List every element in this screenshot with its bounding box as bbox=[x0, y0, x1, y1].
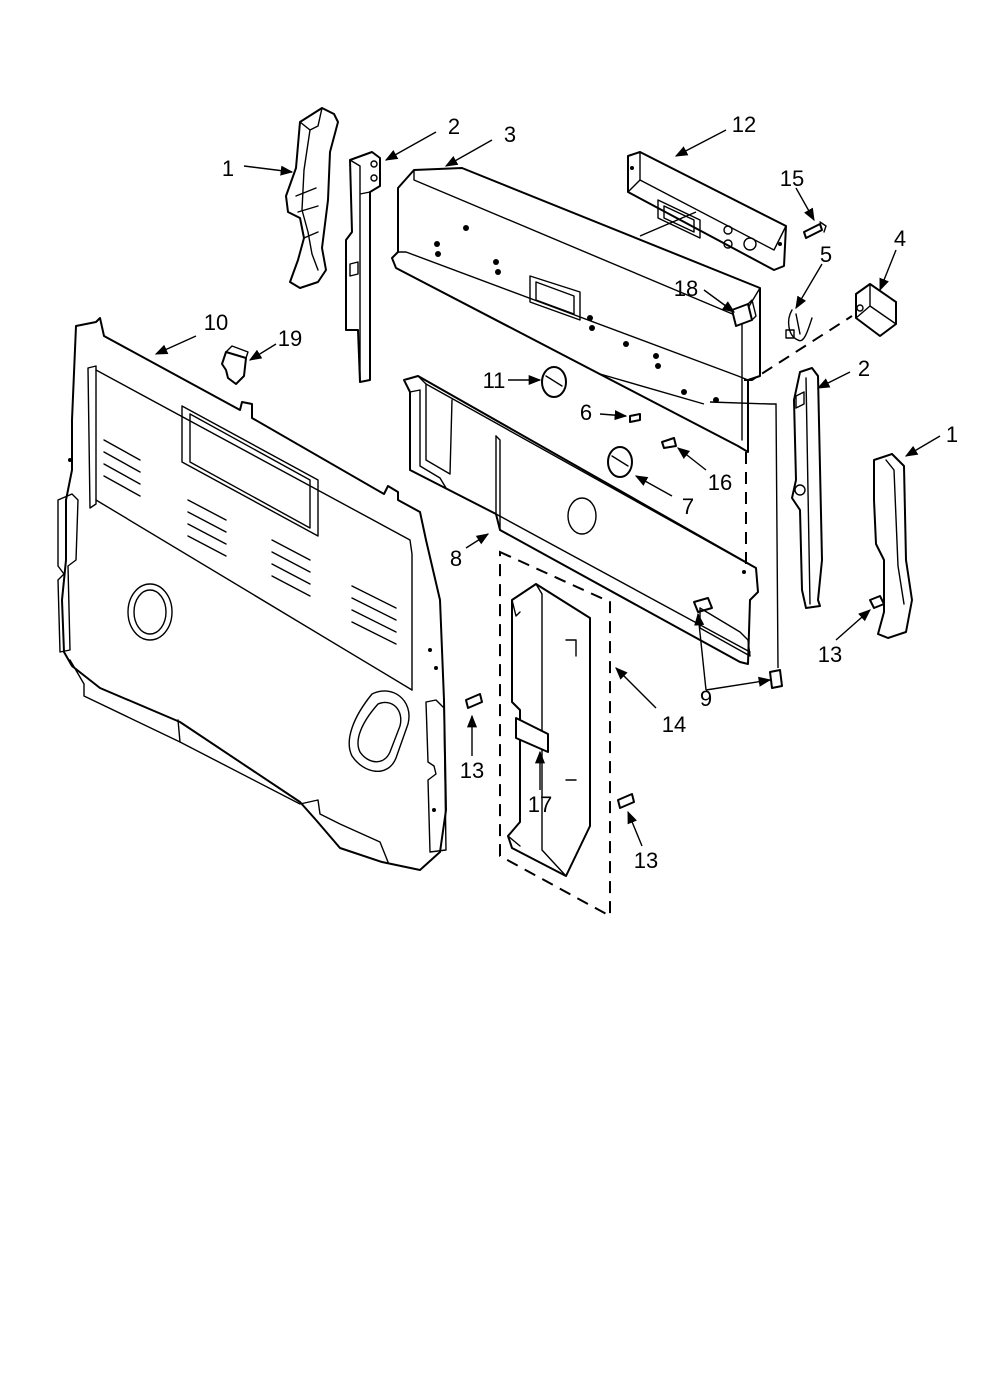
callout-9: 9 bbox=[700, 686, 712, 711]
wire-harness-5 bbox=[785, 309, 813, 342]
clock-module bbox=[627, 151, 787, 271]
callout-18: 18 bbox=[674, 276, 698, 301]
callout-6: 6 bbox=[580, 400, 592, 425]
side-bracket-left bbox=[345, 151, 381, 383]
screw-16 bbox=[661, 437, 677, 449]
callout-15: 15 bbox=[780, 166, 804, 191]
rear-panel bbox=[57, 317, 447, 871]
callout-14: 14 bbox=[662, 712, 686, 737]
screw-6 bbox=[629, 413, 641, 423]
callout-1-right: 1 bbox=[946, 422, 958, 447]
callout-13-right: 13 bbox=[818, 642, 842, 667]
callout-3: 3 bbox=[504, 122, 516, 147]
guide-line-d bbox=[599, 373, 705, 405]
callout-17: 17 bbox=[528, 792, 552, 817]
screw-9-lower bbox=[769, 669, 783, 689]
knob-11 bbox=[541, 366, 567, 398]
callout-19: 19 bbox=[278, 326, 302, 351]
clip-19 bbox=[221, 345, 249, 385]
screw-9-upper bbox=[693, 597, 713, 613]
callout-10: 10 bbox=[204, 310, 228, 335]
side-bracket-right bbox=[791, 367, 823, 609]
screw-13-center bbox=[617, 793, 635, 809]
access-cover-14 bbox=[507, 583, 591, 877]
callout-7: 7 bbox=[682, 494, 694, 519]
terminal-block-4 bbox=[855, 283, 897, 337]
knob-7 bbox=[607, 446, 633, 478]
callout-8: 8 bbox=[450, 546, 462, 571]
callout-16: 16 bbox=[708, 470, 732, 495]
screw-13-left bbox=[465, 693, 483, 709]
switch-18 bbox=[731, 299, 757, 327]
callout-11: 11 bbox=[483, 368, 506, 393]
callout-12: 12 bbox=[732, 112, 756, 137]
screw-13-right bbox=[869, 595, 885, 609]
screw-15 bbox=[803, 221, 827, 239]
callout-2-left: 2 bbox=[448, 114, 460, 139]
guide-line-a bbox=[744, 315, 853, 381]
callout-2-right: 2 bbox=[858, 356, 870, 381]
callout-13-center: 13 bbox=[634, 848, 658, 873]
end-cap-left bbox=[285, 107, 339, 289]
dashed-group-outline bbox=[499, 550, 611, 918]
callout-1-left: 1 bbox=[222, 156, 234, 181]
callout-5: 5 bbox=[820, 242, 832, 267]
control-panel bbox=[391, 167, 761, 453]
callout-13-left: 13 bbox=[460, 758, 484, 783]
callout-4: 4 bbox=[894, 226, 906, 251]
end-cap-right bbox=[873, 453, 913, 639]
leaders bbox=[154, 129, 941, 847]
guide-line-c bbox=[709, 401, 779, 669]
